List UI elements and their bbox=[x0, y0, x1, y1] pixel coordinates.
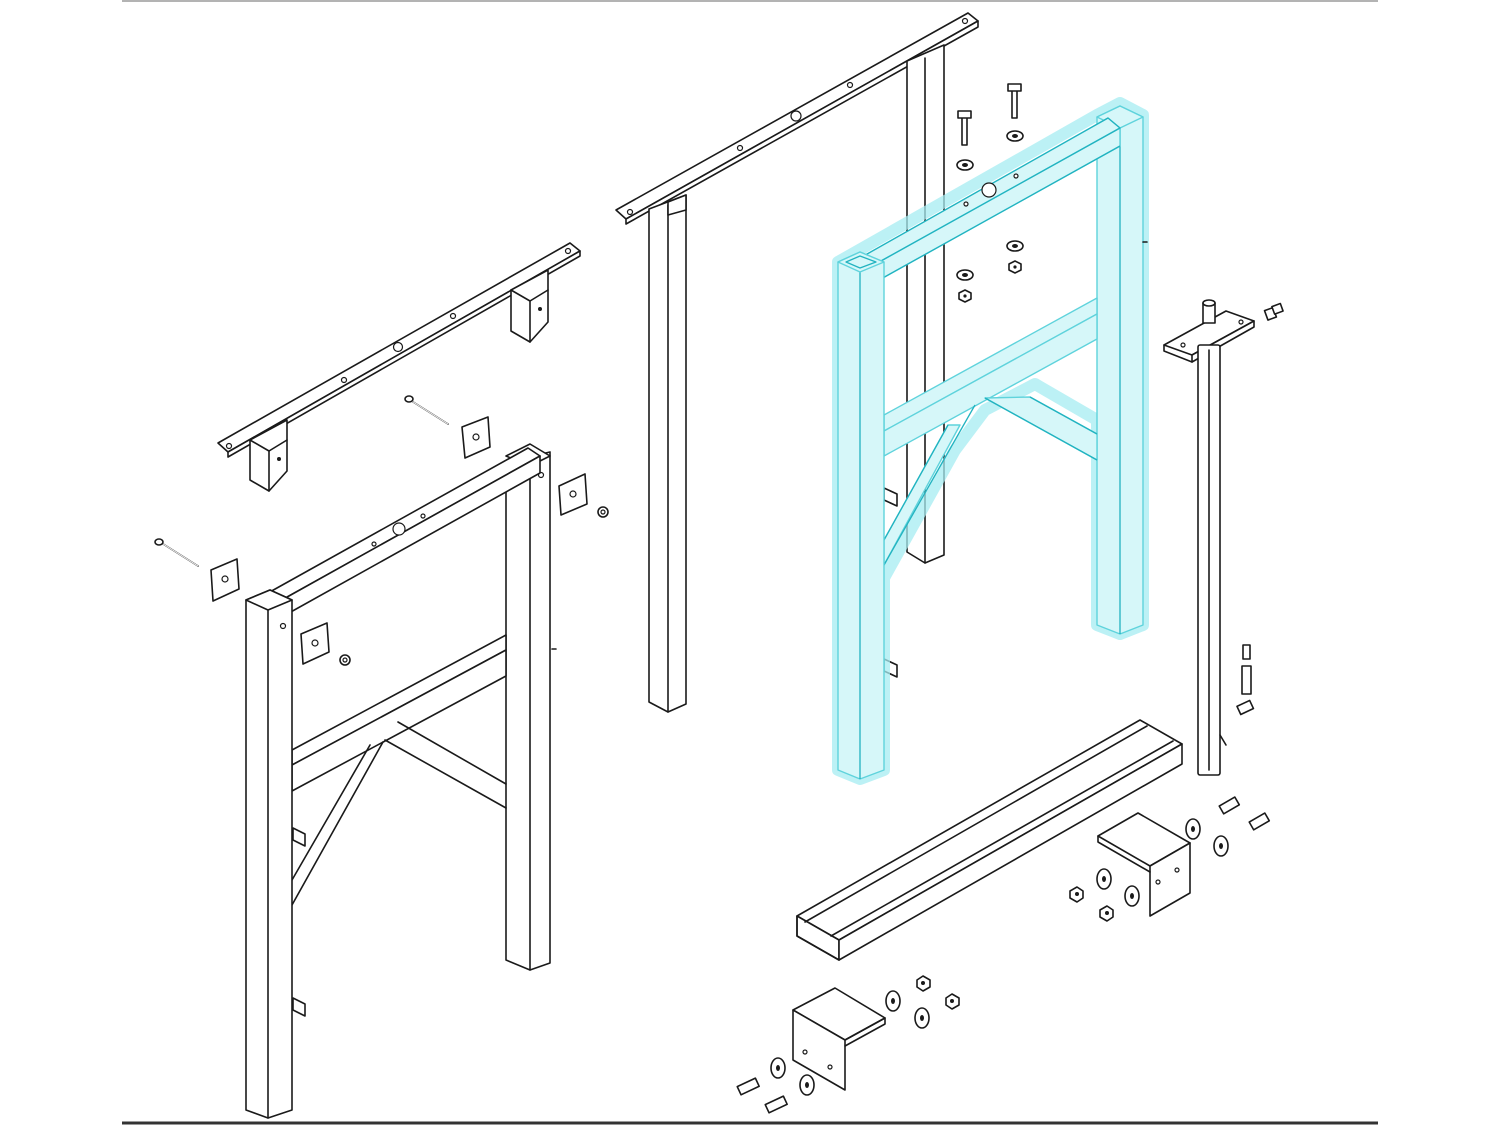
vertical-post bbox=[1197, 344, 1227, 776]
angle-bracket-lower bbox=[792, 987, 886, 1091]
left-plate-d bbox=[300, 622, 330, 665]
left-top-rail bbox=[217, 242, 581, 492]
right-nut-a bbox=[958, 289, 972, 303]
right-washer-c bbox=[956, 269, 974, 281]
left-bolt-upper bbox=[404, 395, 449, 425]
left-nut-b bbox=[339, 654, 351, 666]
bracket-hardware-lower bbox=[736, 975, 960, 1114]
right-washer-a bbox=[956, 159, 974, 171]
middle-leg-frame bbox=[648, 44, 945, 713]
elbow-fitting bbox=[1263, 302, 1284, 321]
left-plate-b bbox=[558, 473, 588, 516]
right-bolt-b bbox=[1007, 83, 1022, 119]
threaded-rod bbox=[1236, 644, 1255, 716]
channel-bar bbox=[796, 719, 1183, 961]
left-plate-a bbox=[461, 416, 491, 459]
left-bolt-lower bbox=[154, 538, 199, 567]
right-washer-d bbox=[1006, 240, 1024, 252]
angle-bracket-upper bbox=[1097, 812, 1191, 917]
right-leg-frame bbox=[832, 97, 1149, 785]
left-leg-frame bbox=[245, 443, 551, 1119]
right-washer-b bbox=[1006, 130, 1024, 142]
left-plate-c bbox=[210, 558, 240, 602]
middle-top-rail bbox=[615, 12, 979, 225]
right-bolt-a bbox=[957, 110, 972, 146]
left-nut-a bbox=[597, 506, 609, 518]
bracket-hardware-upper bbox=[1069, 796, 1271, 922]
right-nut-b bbox=[1008, 260, 1022, 274]
